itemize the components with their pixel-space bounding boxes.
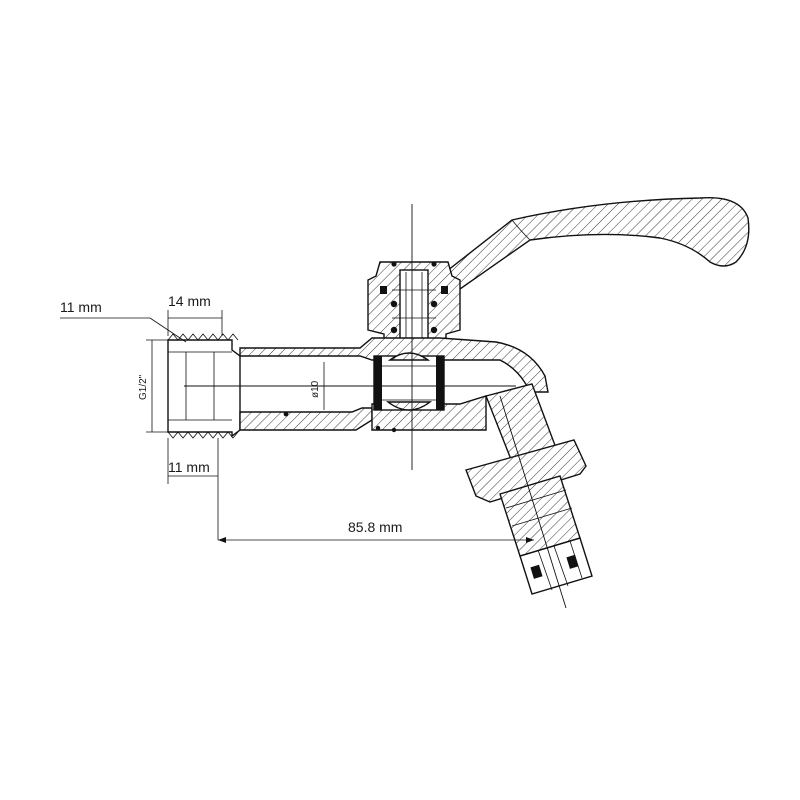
bonnet <box>367 261 461 351</box>
dim-left-outer: 11 mm <box>60 299 102 315</box>
dimension-lines <box>60 310 534 543</box>
dim-top-thread: 14 mm <box>168 293 211 309</box>
dim-thread-size: G1/2" <box>138 374 149 400</box>
dim-bottom-thread: 11 mm <box>168 459 210 475</box>
dim-length: 85.8 mm <box>348 519 402 535</box>
ball-valve <box>373 352 445 411</box>
lever-handle <box>437 196 750 297</box>
dim-bore: ø10 <box>310 380 321 398</box>
spout <box>465 383 593 595</box>
axis-lines <box>184 204 567 609</box>
